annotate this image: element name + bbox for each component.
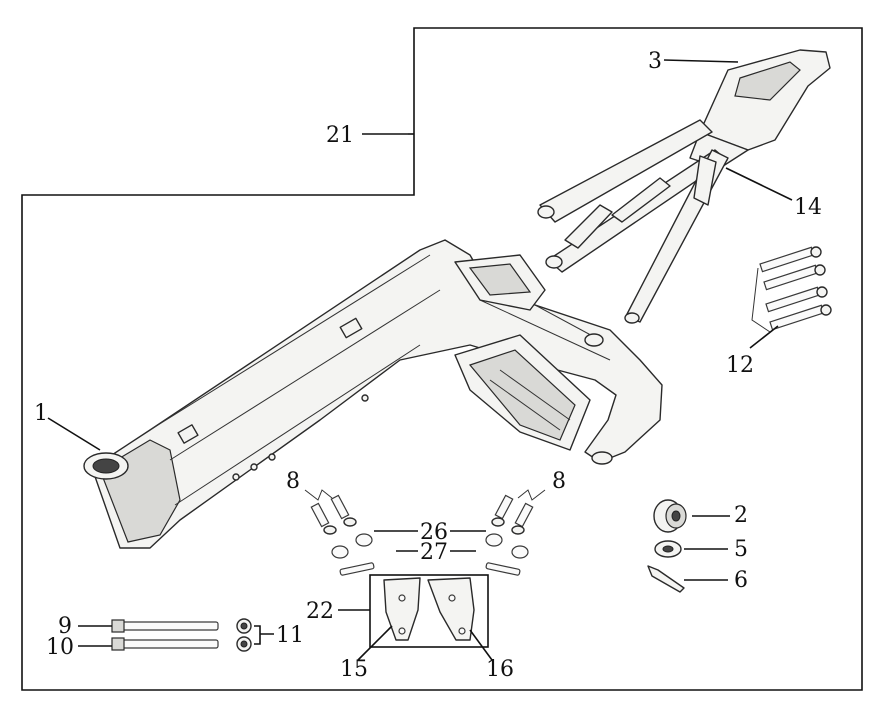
clip: [647, 565, 685, 593]
main-frame: [83, 239, 663, 549]
callout-8-right: 8: [552, 469, 566, 494]
callout-26: 26: [420, 520, 448, 545]
rear-subframe: [537, 49, 831, 324]
callout-16: 16: [486, 657, 514, 682]
callout-12: 12: [726, 353, 754, 378]
washers-and-nuts: [331, 533, 529, 576]
callout-8-left: 8: [286, 469, 300, 494]
leader-lines: [47, 59, 793, 661]
callout-10: 10: [46, 635, 74, 660]
callout-11: 11: [276, 623, 304, 648]
callout-14: 14: [794, 195, 822, 220]
callout-1: 1: [34, 401, 48, 426]
bushing: [653, 499, 687, 533]
nuts-pair: [236, 618, 252, 652]
callout-22: 22: [306, 599, 334, 624]
callout-2: 2: [734, 503, 748, 528]
callout-15: 15: [340, 657, 368, 682]
callout-27: 27: [420, 540, 448, 565]
callout-3: 3: [648, 49, 662, 74]
callout-9: 9: [58, 614, 72, 639]
bolt-pair-right: [491, 489, 546, 535]
callout-6: 6: [734, 568, 748, 593]
assembly-outline: [21, 27, 863, 691]
washer: [654, 540, 682, 558]
long-bolts: [111, 619, 219, 651]
plate-bracket-group: [369, 574, 489, 648]
bolt-set: [751, 246, 832, 333]
bolt-pair-left: [304, 489, 357, 535]
callout-21: 21: [326, 123, 354, 148]
callout-5: 5: [734, 537, 748, 562]
